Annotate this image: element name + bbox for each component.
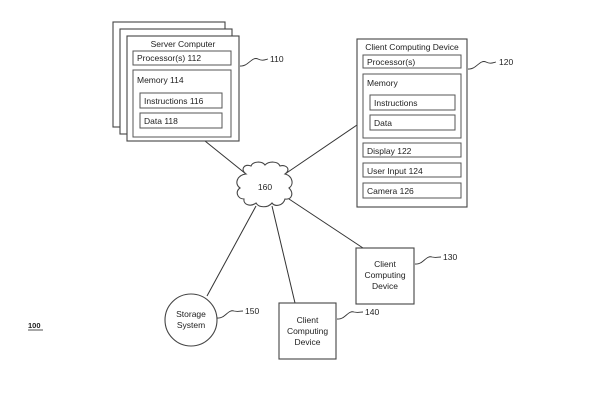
wire-storage-network [206, 205, 257, 297]
server-processor-box [132, 50, 232, 66]
client120-processor-box [362, 54, 462, 69]
client130-label-line2: Computing [364, 270, 405, 280]
client120-ref-number: 120 [499, 57, 513, 67]
storage-label-line1: Storage [176, 309, 206, 319]
client120-data-label: Data [374, 118, 392, 128]
client120-display-label: Display 122 [367, 146, 412, 156]
network-ref-number: 160 [258, 182, 272, 192]
figure-label: 100 [28, 321, 43, 331]
client130-ref-number: 130 [443, 252, 457, 262]
client120-camera-box [362, 182, 462, 199]
server-ref-number: 110 [270, 54, 284, 64]
storage-circle [164, 293, 218, 347]
cloud-icon [236, 161, 293, 208]
server-title: Server Computer [151, 39, 216, 49]
client120-data-box [369, 114, 456, 131]
client120-memory-label: Memory [367, 78, 398, 88]
client120-camera-label: Camera 126 [367, 186, 414, 196]
server-data-box [139, 112, 223, 129]
storage-system: Storage System 150 [164, 293, 259, 347]
server-memory-label: Memory 114 [137, 75, 184, 85]
client-computing-device-120: Client Computing Device Processor(s) Mem… [356, 38, 513, 208]
client140-label-line1: Client [297, 315, 319, 325]
server-processor-label: Processor(s) 112 [137, 53, 201, 63]
client130-box [355, 247, 415, 305]
client120-processor-label: Processor(s) [367, 57, 415, 67]
client130-label-line1: Client [374, 259, 396, 269]
server-instructions-box [139, 92, 223, 109]
client140-label-line2: Computing [287, 326, 328, 336]
wire-server-network [204, 140, 247, 175]
wire-client140-network [271, 205, 296, 304]
client140-ref-leader [336, 311, 364, 320]
client140-box [278, 302, 337, 360]
storage-label-line2: System [177, 320, 205, 330]
network-connections [204, 124, 364, 304]
figure-number: 100 [28, 321, 41, 330]
storage-ref-leader [216, 310, 244, 319]
client130-label-line3: Device [372, 281, 398, 291]
client-computing-device-130: Client Computing Device 130 [355, 247, 457, 305]
wire-client130-network [288, 198, 364, 249]
storage-ref-number: 150 [245, 306, 259, 316]
client120-user-input-box [362, 162, 462, 178]
client130-ref-leader [414, 256, 442, 265]
client120-ref-leader [467, 61, 497, 70]
client120-title: Client Computing Device [365, 42, 459, 52]
client120-display-box [362, 142, 462, 158]
client140-ref-number: 140 [365, 307, 379, 317]
server-instructions-label: Instructions 116 [144, 96, 204, 106]
client140-label-line3: Device [295, 337, 321, 347]
client120-user-input-label: User Input 124 [367, 166, 423, 176]
server-data-label: Data 118 [144, 116, 178, 126]
server-computer: Server Computer Processor(s) 112 Memory … [112, 21, 284, 142]
client120-instructions-label: Instructions [374, 98, 417, 108]
client-computing-device-140: Client Computing Device 140 [278, 302, 379, 360]
network-cloud: 160 [236, 161, 293, 208]
client120-instructions-box [369, 94, 456, 111]
wire-client120-network [284, 124, 358, 175]
server-ref-leader [239, 58, 269, 67]
